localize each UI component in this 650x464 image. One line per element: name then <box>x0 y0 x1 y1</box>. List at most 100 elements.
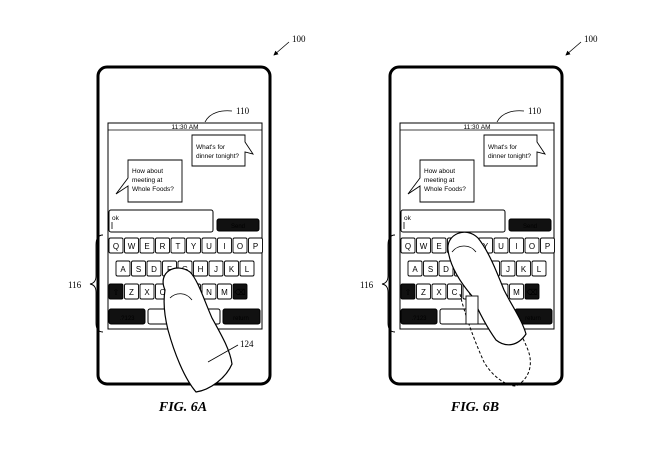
send-button[interactable] <box>216 218 260 232</box>
key-label: U <box>206 242 212 251</box>
numbers-key-label: .?123 <box>411 316 427 322</box>
key-backspace[interactable] <box>524 283 540 300</box>
key-e[interactable] <box>139 237 155 254</box>
key-label: K <box>229 265 235 274</box>
key-p[interactable] <box>540 237 555 254</box>
key-label: K <box>521 265 527 274</box>
key-k[interactable] <box>516 260 531 277</box>
key-label: R <box>160 242 166 251</box>
key-label: P <box>545 242 550 251</box>
key-label: E <box>436 242 441 251</box>
return-key[interactable] <box>222 308 261 325</box>
input-text: ok <box>112 215 120 222</box>
key-j[interactable] <box>500 260 516 277</box>
key-label: Z <box>421 288 426 297</box>
incoming-message-line: What's for <box>488 144 518 151</box>
numbers-key[interactable] <box>108 308 146 325</box>
key-s[interactable] <box>131 260 146 277</box>
key-l[interactable] <box>531 260 547 277</box>
key-q[interactable] <box>400 237 416 254</box>
key-label: C <box>452 288 458 297</box>
fingernail <box>169 293 193 301</box>
key-m[interactable] <box>509 283 524 300</box>
incoming-message-line: dinner tonight? <box>196 153 239 160</box>
finger-leader-line <box>207 344 239 363</box>
key-c[interactable] <box>447 283 462 300</box>
ref-numeral-screen: 110 <box>236 106 250 116</box>
numbers-key-label: .?123 <box>119 316 135 322</box>
fingernail <box>451 245 477 253</box>
key-y[interactable] <box>186 237 201 254</box>
key-n[interactable] <box>201 283 217 300</box>
key-u[interactable] <box>493 237 509 254</box>
key-label: W <box>128 242 136 251</box>
status-time: 11:30 AM <box>172 124 199 131</box>
key-u[interactable] <box>201 237 217 254</box>
key-w[interactable] <box>124 237 139 254</box>
key-label: X <box>144 288 150 297</box>
key-label: Q <box>113 242 119 251</box>
ref-numeral-device: 100 <box>584 34 598 44</box>
key-i[interactable] <box>509 237 524 254</box>
key-z[interactable] <box>124 283 139 300</box>
key-q[interactable] <box>108 237 124 254</box>
device-arrow <box>273 41 290 56</box>
key-m[interactable] <box>217 283 232 300</box>
key-r[interactable] <box>155 237 170 254</box>
outgoing-message-line: meeting at <box>132 177 163 184</box>
key-label: ⌫ <box>526 288 537 297</box>
key-x[interactable] <box>431 283 447 300</box>
ref-numeral-keyboard: 116 <box>68 280 82 290</box>
key-label: L <box>537 265 542 274</box>
message-input-field[interactable] <box>400 209 506 233</box>
key-label: M <box>221 288 228 297</box>
ref-numeral-device: 100 <box>292 34 306 44</box>
key-label: ⇧ <box>405 288 412 297</box>
key-label: D <box>443 265 449 274</box>
key-p[interactable] <box>248 237 263 254</box>
key-o[interactable] <box>524 237 540 254</box>
key-label: Y <box>483 242 489 251</box>
key-a[interactable] <box>407 260 423 277</box>
numbers-key[interactable] <box>400 308 438 325</box>
send-button[interactable] <box>508 218 552 232</box>
key-shift[interactable] <box>400 283 416 300</box>
incoming-message-line: dinner tonight? <box>488 153 531 160</box>
key-z[interactable] <box>416 283 431 300</box>
key-label: I <box>515 242 517 251</box>
key-shift[interactable] <box>108 283 124 300</box>
incoming-message-line: What's for <box>196 144 226 151</box>
ref-numeral-keyboard: 116 <box>360 280 374 290</box>
key-label: N <box>206 288 212 297</box>
message-bubble-outgoing <box>115 159 183 203</box>
keyboard-bracket <box>89 234 104 333</box>
key-label: O <box>529 242 535 251</box>
key-w[interactable] <box>416 237 431 254</box>
key-d[interactable] <box>146 260 162 277</box>
key-label: J <box>506 265 510 274</box>
key-label: O <box>237 242 243 251</box>
key-s[interactable] <box>423 260 438 277</box>
key-e[interactable] <box>431 237 447 254</box>
key-a[interactable] <box>115 260 131 277</box>
key-o[interactable] <box>232 237 248 254</box>
key-k[interactable] <box>224 260 239 277</box>
key-label: ⇧ <box>113 288 120 297</box>
key-x[interactable] <box>139 283 155 300</box>
key-j[interactable] <box>208 260 224 277</box>
key-backspace[interactable] <box>232 283 248 300</box>
key-h[interactable] <box>193 260 208 277</box>
outgoing-message-line: meeting at <box>424 177 455 184</box>
figure-caption: FIG. 6A <box>158 400 207 415</box>
key-i[interactable] <box>217 237 232 254</box>
key-press-indicator <box>465 295 479 325</box>
key-t[interactable] <box>170 237 186 254</box>
key-l[interactable] <box>239 260 255 277</box>
key-label: X <box>436 288 442 297</box>
key-label: E <box>144 242 149 251</box>
key-label: M <box>513 288 520 297</box>
message-input-field[interactable] <box>108 209 214 233</box>
send-button-label: Send <box>523 224 537 230</box>
key-label: D <box>151 265 157 274</box>
key-label: I <box>223 242 225 251</box>
